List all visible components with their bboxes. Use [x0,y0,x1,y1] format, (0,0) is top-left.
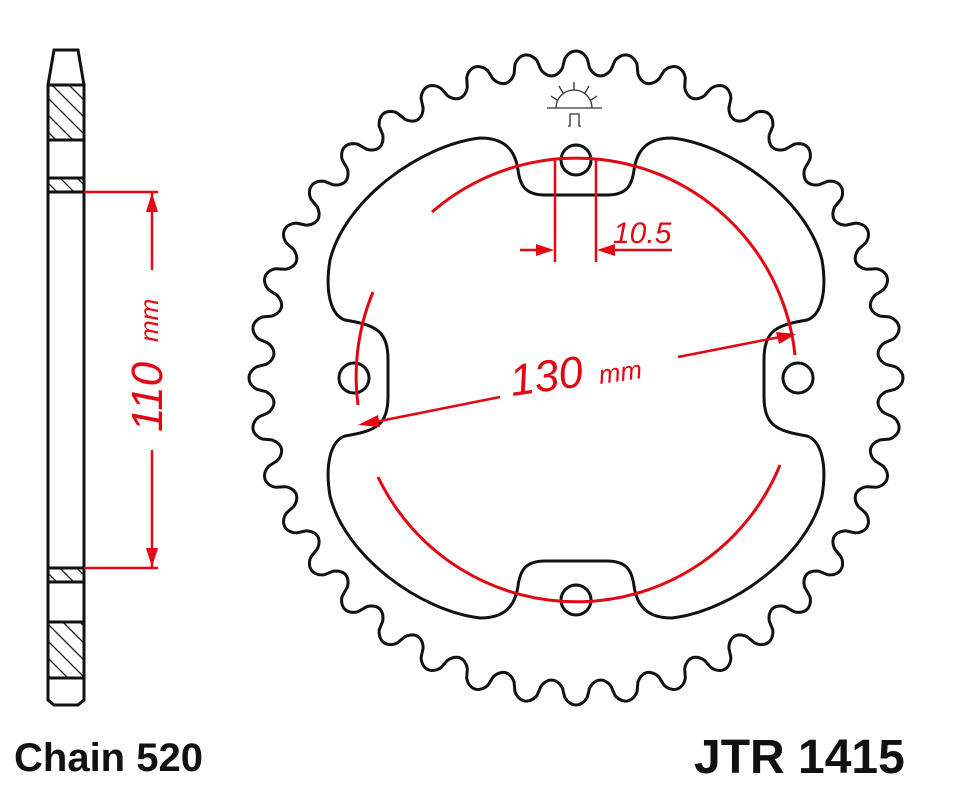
part-number: JTR 1415 [694,731,905,784]
arrow-right-icon [776,332,796,344]
arrow-up-icon [146,193,158,212]
profile-outline [46,48,86,707]
pcd-dim-unit: mm [597,354,644,390]
pcd-dim-value: 130 [507,347,587,406]
profile-dim-value: 110 [123,361,172,432]
hole-dim-value: 10.5 [613,217,672,250]
hatch-upper [46,176,86,194]
arrow-left-icon [358,415,380,427]
hatch-lower [46,566,86,584]
arrow-down-icon [146,548,158,567]
hatch-top [46,83,86,142]
profile-dim-unit: mm [134,299,164,342]
sun-logo-icon [547,82,602,127]
arrow-right-icon [536,244,554,256]
arrow-left-icon [597,244,615,256]
hole-dimension [520,158,672,262]
bolt-hole-left [337,361,371,395]
chain-label: Chain 520 [14,736,203,780]
bolt-hole-top [559,143,593,177]
bolt-hole-bottom [559,583,593,617]
pcd-dimension [358,332,796,427]
side-profile [46,48,86,707]
pitch-circle [354,156,797,604]
bolt-hole-right [781,361,815,395]
center-cutout [326,136,826,620]
profile-dimension [84,190,158,570]
sprocket-teeth-outline [247,49,905,707]
hatch-bottom [46,620,86,680]
